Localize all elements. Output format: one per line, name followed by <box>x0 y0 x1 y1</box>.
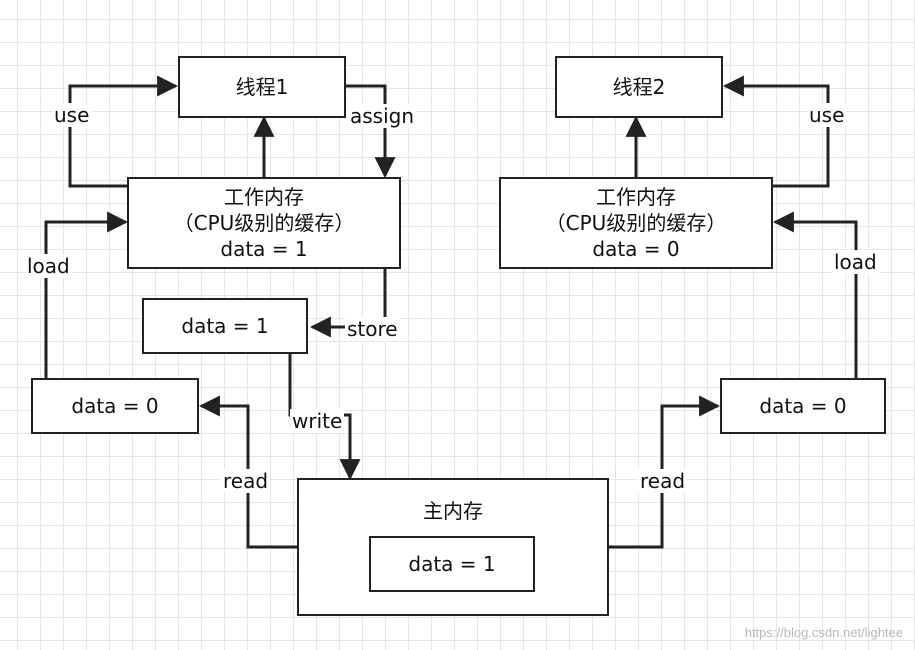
label-assign: assign <box>348 104 417 128</box>
label-use-right: use <box>807 103 847 127</box>
store-data-box: data = 1 <box>142 298 308 354</box>
store-data-value: data = 1 <box>181 314 269 338</box>
wm1-data: data = 1 <box>220 237 308 261</box>
arrow-use-right <box>722 75 830 188</box>
label-use-left: use <box>52 103 92 127</box>
main-memory-data-box: data = 1 <box>369 536 535 592</box>
label-read-right: read <box>638 469 688 493</box>
watermark: https://blog.csdn.net/lightee <box>744 625 903 640</box>
working-memory-2: 工作内存 （CPU级别的缓存） data = 0 <box>499 177 773 269</box>
thread1-label: 线程1 <box>235 75 289 99</box>
label-store: store <box>345 317 400 341</box>
wm2-subtitle: （CPU级别的缓存） <box>545 211 727 235</box>
wm1-subtitle: （CPU级别的缓存） <box>173 211 355 235</box>
label-write: write <box>290 409 345 433</box>
main-memory-data-value: data = 1 <box>408 552 496 576</box>
wm2-title: 工作内存 <box>596 185 676 209</box>
main-memory-title: 主内存 <box>423 499 483 523</box>
arrow-load-left <box>44 211 129 378</box>
label-load-right: load <box>832 250 879 274</box>
thread1-box: 线程1 <box>178 56 346 118</box>
thread2-label: 线程2 <box>612 75 666 99</box>
left-read-data-value: data = 0 <box>71 394 159 418</box>
label-load-left: load <box>25 254 72 278</box>
arrow-use-left <box>68 75 179 188</box>
wm1-title: 工作内存 <box>224 185 304 209</box>
arrow-assign <box>345 84 396 179</box>
right-read-data-box: data = 0 <box>720 378 886 434</box>
arrow-load-right <box>772 211 858 378</box>
wm2-data: data = 0 <box>592 237 680 261</box>
main-memory-box: 主内存 data = 1 <box>297 478 609 616</box>
right-read-data-value: data = 0 <box>759 394 847 418</box>
label-read-left: read <box>221 469 271 493</box>
thread2-box: 线程2 <box>555 56 723 118</box>
working-memory-1: 工作内存 （CPU级别的缓存） data = 1 <box>127 177 401 269</box>
left-read-data-box: data = 0 <box>31 378 199 434</box>
